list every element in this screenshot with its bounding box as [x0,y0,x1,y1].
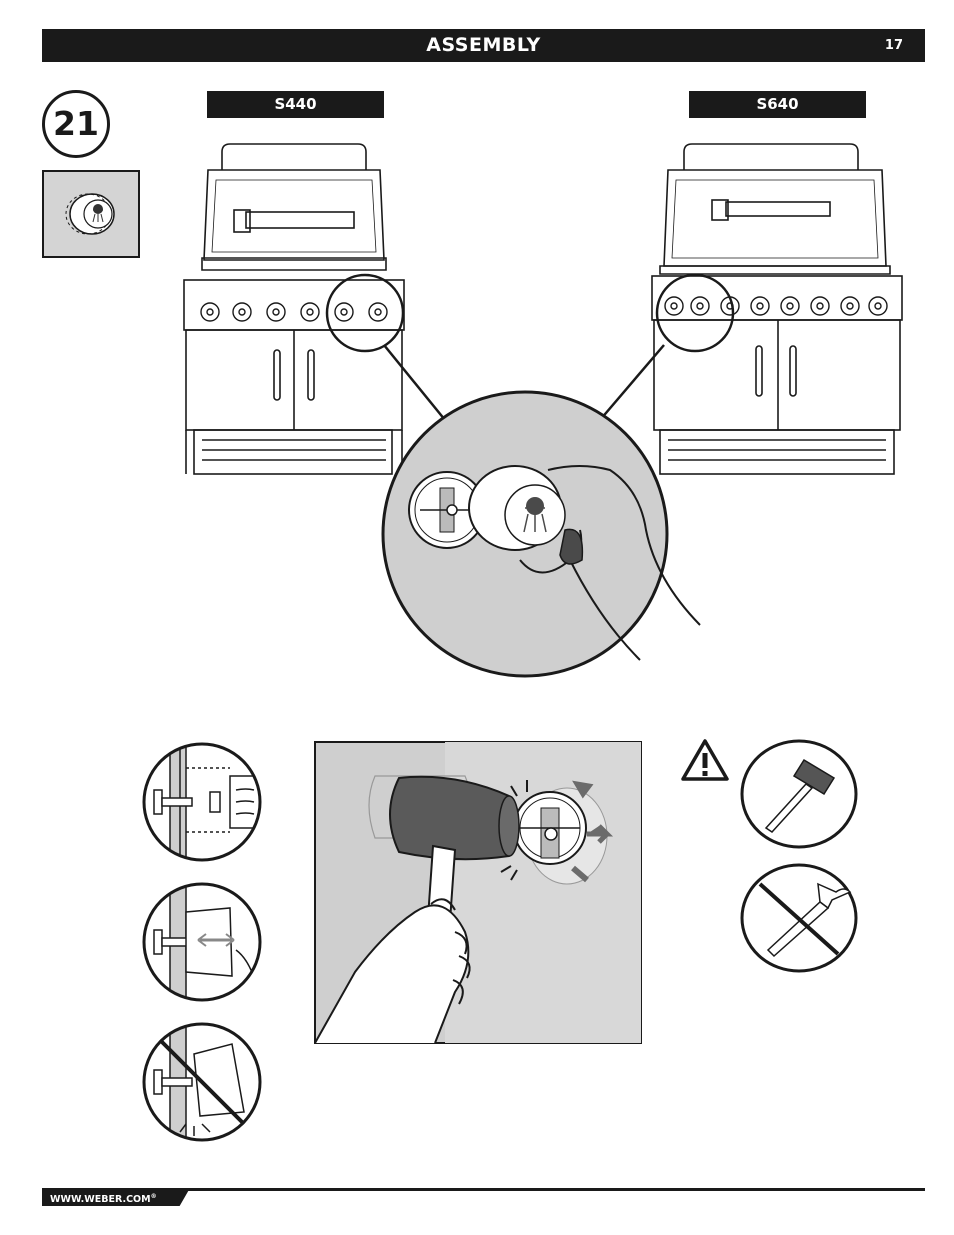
knob-alignment-detail [140,740,265,865]
warning-triangle-icon [680,738,730,782]
zoom-detail-illustration [0,0,954,700]
registered-mark: ® [151,1193,157,1200]
incorrect-knob-angle-detail [140,1020,265,1145]
mallet-tapping-knob-illustration [315,742,641,1043]
footer-website-link[interactable]: WWW.WEBER.COM® [50,1188,157,1209]
footer-tab: WWW.WEBER.COM® [42,1188,190,1206]
knob-pressed-on-detail [140,880,265,1005]
claw-hammer-icon [740,862,860,974]
rubber-mallet-icon [740,738,860,850]
